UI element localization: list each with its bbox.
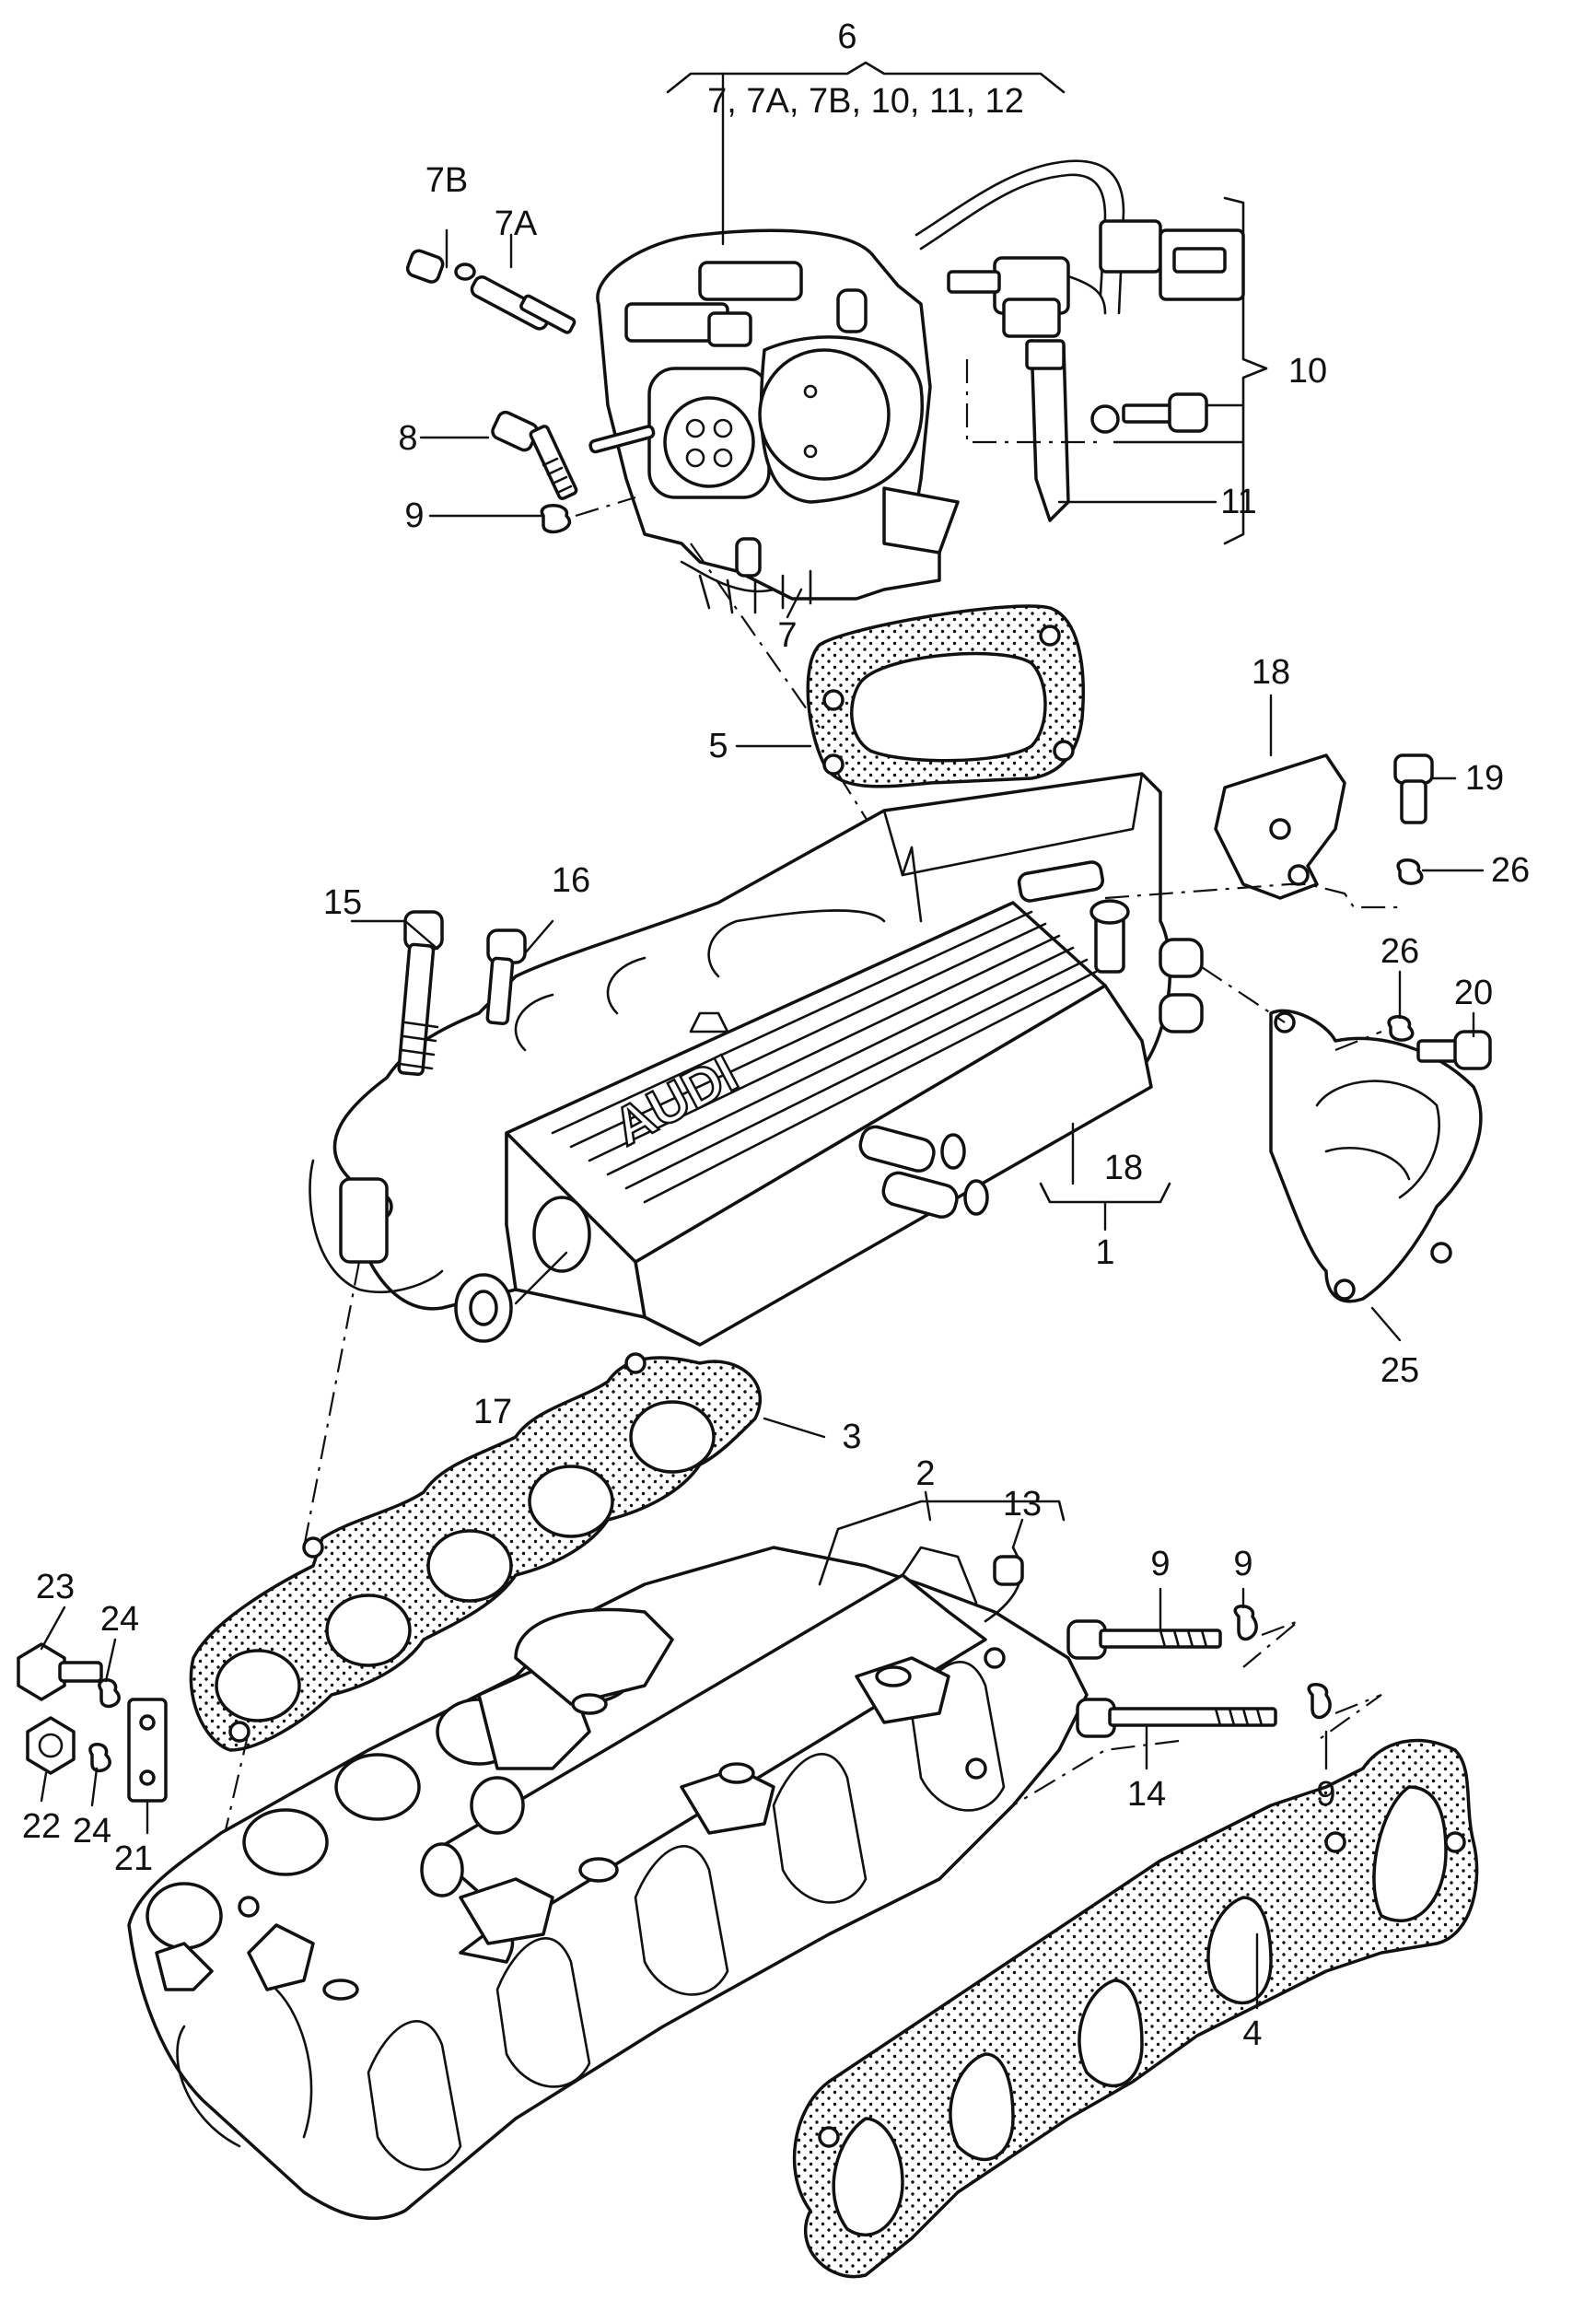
callout-20-lower: 20 (1454, 974, 1493, 1012)
callout-4: 4 (1242, 2014, 1262, 2053)
callout-6: 6 (837, 18, 856, 56)
bracket-25 (1269, 1009, 1483, 1303)
vacuum-ports (858, 860, 1204, 1219)
throttle-body (588, 228, 960, 614)
bolt-16 (485, 928, 527, 1025)
callout-9-upper: 9 (404, 496, 424, 535)
callout-1: 1 (1095, 1233, 1114, 1272)
callout-22: 22 (22, 1807, 61, 1846)
callout-26-lower: 26 (1380, 932, 1419, 971)
washer-24-lower (88, 1743, 111, 1773)
callout-18-left: 17 (473, 1393, 512, 1431)
nut-22 (26, 1716, 76, 1775)
callout-10: 10 (1288, 352, 1327, 391)
group-bracket-6 (666, 61, 1066, 94)
callout-21: 21 (114, 1839, 153, 1878)
lower-intake-manifold (127, 1546, 1089, 2220)
callout-2: 2 (915, 1454, 935, 1493)
callout-23: 23 (36, 1568, 75, 1606)
sensor-7a (454, 263, 577, 334)
throttle-sensor-10 (914, 159, 1245, 338)
callout-5: 5 (708, 727, 728, 765)
callout-24-lower: 24 (73, 1812, 111, 1851)
pedestal-spacer (339, 1177, 389, 1264)
washer-24-upper (98, 1678, 121, 1709)
plate-21 (127, 1698, 168, 1803)
washer-12 (1090, 404, 1120, 434)
screw-20-lower (1416, 1030, 1492, 1070)
callout-13: 9 (1150, 1545, 1170, 1583)
upper-intake-manifold (309, 772, 1172, 1347)
callout-24-upper: 24 (100, 1600, 139, 1639)
bolt-14 (1076, 1698, 1277, 1738)
screw-10 (1122, 392, 1208, 433)
callout-7: 7 (777, 616, 797, 655)
callout-9-mid: 9 (1233, 1545, 1252, 1583)
injector-bosses (247, 1656, 950, 2001)
callout-group-list-6: 7, 7A, 7B, 10, 11, 12 (707, 82, 1024, 121)
callout-18-right: 18 (1104, 1149, 1143, 1187)
callout-17: 13 (1003, 1485, 1042, 1524)
fitting-17 (984, 1546, 1024, 1623)
callout-9-lower: 9 (1316, 1775, 1335, 1814)
callout-14: 14 (1127, 1775, 1166, 1814)
callout-11: 11 (1220, 483, 1256, 521)
seal-18 (454, 1273, 513, 1343)
bolt-13 (1066, 1619, 1222, 1660)
callout-7a: 7A (495, 204, 538, 243)
callout-26-upper: 26 (1491, 851, 1530, 890)
callout-3: 3 (842, 1418, 861, 1456)
washer-9-upper (540, 504, 571, 534)
bolt-15 (397, 910, 444, 1077)
callout-15: 15 (323, 883, 362, 922)
callout-20-upper: 19 (1465, 759, 1504, 798)
callout-labels: 6 7, 7A, 7B, 10, 11, 12 7B 7A 8 9 7 5 10… (22, 18, 1530, 2053)
callout-16: 16 (552, 861, 590, 900)
callout-8: 8 (398, 419, 417, 458)
washer-26-lower (1387, 1015, 1415, 1042)
bolt-23 (17, 1642, 103, 1701)
washer-9-mid (1233, 1605, 1258, 1641)
washer-9-lower (1307, 1683, 1332, 1720)
group-bracket-10 (1223, 196, 1268, 545)
screw-20-upper (1393, 753, 1434, 824)
bracket-19 (1214, 753, 1346, 900)
callout-7b: 7B (425, 161, 468, 200)
callout-25: 25 (1380, 1351, 1419, 1390)
bolt-8 (491, 410, 578, 500)
washer-26-upper (1396, 858, 1424, 885)
callout-19: 18 (1252, 653, 1290, 692)
cap-7b (405, 249, 445, 284)
